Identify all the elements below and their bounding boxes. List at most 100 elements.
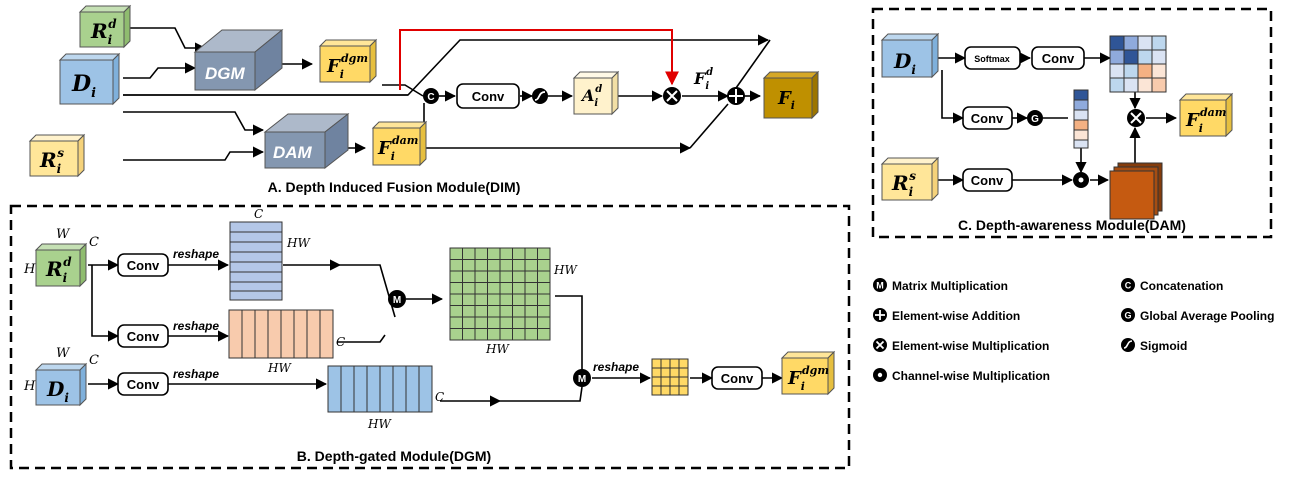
svg-text:G: G xyxy=(1031,114,1039,125)
tensor-rd-dgm: Rid xyxy=(34,242,88,288)
reshape-label-1: reshape xyxy=(173,247,219,261)
svg-text:Conv: Conv xyxy=(721,371,754,386)
channel-weight-vector xyxy=(1073,89,1089,149)
svg-text:M: M xyxy=(578,374,586,385)
dim-hw-label-4: HW xyxy=(485,342,510,356)
dim-hw-label-1: HW xyxy=(286,236,311,250)
svg-text:Softmax: Softmax xyxy=(974,54,1010,64)
tensor-fi-label: Fi xyxy=(777,88,795,112)
tensor-rs-label: Ris xyxy=(39,146,64,176)
dim-w-label-1: W xyxy=(56,227,71,242)
section-dgm: Rid W C H Di W C H Conv Conv Conv reshap… xyxy=(23,207,836,464)
sigmoid-op xyxy=(532,88,548,104)
legend-item-chan: Channel-wise Multiplication xyxy=(873,368,1050,383)
dam-frame xyxy=(871,7,1273,239)
softmax-block: Softmax xyxy=(964,46,1021,70)
tensor-ad: Aid xyxy=(572,70,620,116)
tensor-rs-top: Ris xyxy=(28,133,86,178)
tensor-fdgm-dgm: Fidgm xyxy=(780,350,836,396)
dam-elementwise-mul-op xyxy=(1127,109,1145,127)
legend-item-add: Element-wise Addition xyxy=(873,308,1020,323)
dim-h-label-1: H xyxy=(23,262,36,277)
elementwise-add-op xyxy=(727,87,745,105)
tensor-rd-top: Rid xyxy=(78,4,132,49)
dgm-block-label: DGM xyxy=(205,64,246,83)
dim-conv-block: Conv xyxy=(456,83,520,109)
svg-text:Conv: Conv xyxy=(472,89,505,104)
svg-text:G: G xyxy=(1124,311,1131,321)
dam-block: DAM xyxy=(263,112,350,170)
svg-text:Conv: Conv xyxy=(127,258,160,273)
svg-text:Conv: Conv xyxy=(971,111,1004,126)
dim-hw-label-2: HW xyxy=(267,361,292,375)
attention-map-grid xyxy=(1109,35,1167,93)
reshape-label-2: reshape xyxy=(173,319,219,333)
tensor-d-dgm: Di xyxy=(34,362,88,407)
tensor-fdam-dam: Fidam xyxy=(1178,92,1234,138)
matrix-hw-c xyxy=(229,221,283,301)
svg-text:Conv: Conv xyxy=(127,329,160,344)
tensor-fdgm-label: Fidgm xyxy=(326,52,368,81)
tensor-rs-dam-label: Ris xyxy=(891,169,916,199)
legend-item-mul: Element-wise Multiplication xyxy=(873,338,1049,353)
matrix-d-c-hw xyxy=(327,365,433,413)
dam-conv-1: Conv xyxy=(1031,46,1085,70)
dgm-frame xyxy=(9,204,851,470)
tensor-fdam-label: Fidam xyxy=(377,134,418,163)
tensor-fd-label: Fid xyxy=(693,67,713,92)
tensor-fdam-dam-label: Fidam xyxy=(1185,106,1226,135)
tensor-d-dam-label: Di xyxy=(893,49,916,77)
svg-text:Element-wise Addition: Element-wise Addition xyxy=(892,309,1020,323)
tensor-d-top: Di xyxy=(58,52,121,106)
orange-feature-map xyxy=(1109,162,1163,220)
dam-title: C. Depth-awareness Module(DAM) xyxy=(958,217,1186,233)
tensor-rd-dgm-label: Rid xyxy=(45,255,72,285)
tensor-d-label: Di xyxy=(71,71,96,101)
matrix-mul-op-1: M xyxy=(388,290,406,308)
tensor-fdam-top: Fidam xyxy=(371,120,428,167)
dim-w-label-2: W xyxy=(56,346,71,361)
dim-c-label-3: C xyxy=(254,207,263,221)
svg-text:C: C xyxy=(427,92,434,103)
dam-block-label: DAM xyxy=(273,143,313,162)
dgm-connectors xyxy=(88,259,784,407)
reshape-label-3: reshape xyxy=(173,367,219,381)
gap-op: G xyxy=(1027,110,1043,126)
tensor-rs-dam: Ris xyxy=(880,156,940,202)
svg-text:M: M xyxy=(393,295,401,306)
dim-title: A. Depth Induced Fusion Module(DIM) xyxy=(268,179,521,195)
svg-text:Conv: Conv xyxy=(971,173,1004,188)
svg-text:Conv: Conv xyxy=(1042,51,1075,66)
svg-text:Global Average Pooling: Global Average Pooling xyxy=(1140,309,1274,323)
svg-text:M: M xyxy=(876,281,884,291)
dim-hw-label-5: HW xyxy=(367,417,392,431)
dgm-conv-3: Conv xyxy=(117,372,169,396)
svg-text:Sigmoid: Sigmoid xyxy=(1140,339,1187,353)
elementwise-mul-op xyxy=(663,87,681,105)
legend: M Matrix Multiplication Element-wise Add… xyxy=(873,278,1274,383)
tensor-fi: Fi xyxy=(762,70,820,120)
tensor-rd-label: Rid xyxy=(90,17,117,47)
dgm-skip-arrow-red xyxy=(399,29,679,90)
matrix-small-yellow xyxy=(651,358,689,396)
reshape-label-4: reshape xyxy=(593,360,639,374)
dim-c-label-4: C xyxy=(336,335,345,349)
matrix-mul-op-2: M xyxy=(573,369,591,387)
dim-c-label-1: C xyxy=(89,235,99,250)
dgm-conv-2: Conv xyxy=(117,324,169,348)
dam-conv-3: Conv xyxy=(962,168,1013,192)
svg-text:Concatenation: Concatenation xyxy=(1140,279,1223,293)
legend-item-sigmoid: Sigmoid xyxy=(1121,338,1187,353)
dam-conv-2: Conv xyxy=(962,106,1013,130)
svg-text:Channel-wise Multiplication: Channel-wise Multiplication xyxy=(892,369,1050,383)
legend-item-gap: G Global Average Pooling xyxy=(1121,308,1274,323)
svg-text:C: C xyxy=(1125,281,1132,291)
section-dim: Rid Di Ris DGM DAM xyxy=(28,4,820,195)
dim-c-label-2: C xyxy=(89,353,99,368)
dgm-title: B. Depth-gated Module(DGM) xyxy=(297,448,491,464)
svg-text:Conv: Conv xyxy=(127,377,160,392)
tensor-d-dam: Di xyxy=(880,32,940,79)
tensor-fdgm-top: Fidgm xyxy=(318,38,378,84)
concat-op: C xyxy=(423,88,439,104)
